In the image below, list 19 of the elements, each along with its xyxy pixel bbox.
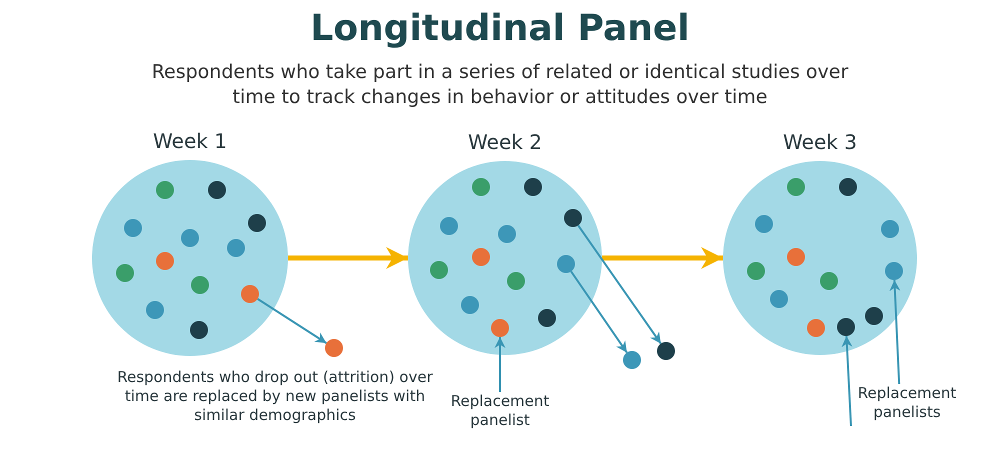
arrow [288, 247, 408, 269]
note-text: Respondents who drop out (attrition) over time are replaced by new panelists with similar demographics [116, 368, 434, 425]
panelist-dot [325, 339, 343, 357]
subtitle: Respondents who take part in a series of related or identical studies over time to track changes in behavior or attitudes over time [150, 60, 850, 110]
arrow [602, 247, 723, 269]
leader-line [842, 336, 852, 426]
panelist-dot [657, 342, 675, 360]
leader-line [577, 224, 662, 344]
callout-text: Replacement panelists [851, 384, 963, 422]
week-heading: Week 1 [152, 128, 228, 154]
title: Longitudinal Panel [309, 8, 691, 49]
leader-line [257, 298, 327, 344]
leader-line [570, 270, 628, 354]
week-heading: Week 2 [467, 129, 543, 155]
week-heading: Week 3 [782, 129, 858, 155]
panelist-dot [623, 351, 641, 369]
leader-line [889, 280, 900, 384]
leader-line [494, 337, 506, 392]
callout-text: Replacement panelist [440, 392, 560, 430]
